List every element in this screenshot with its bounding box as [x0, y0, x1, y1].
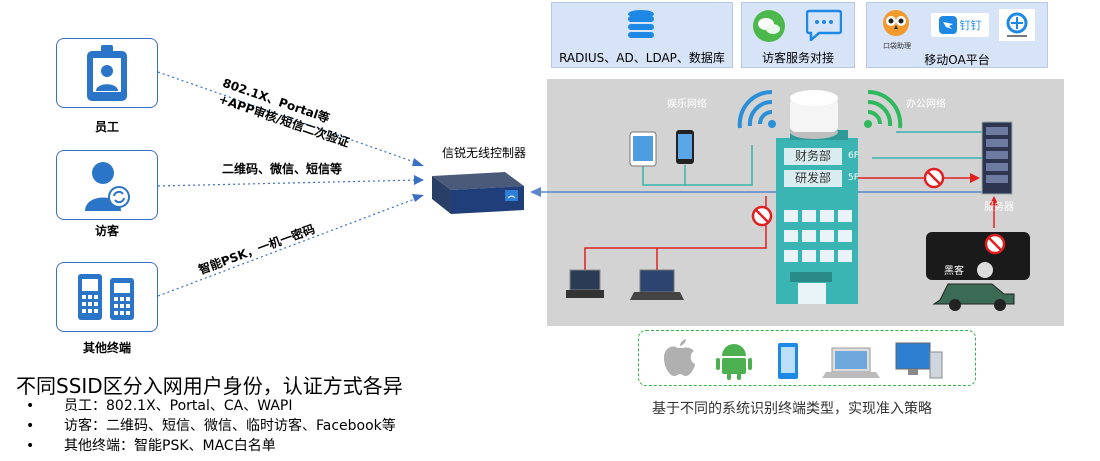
backbone-arrow	[530, 187, 541, 197]
badge-icon	[87, 45, 127, 101]
entertainment-network-label: 娱乐网络	[667, 99, 707, 110]
guest-label: 访客	[94, 224, 119, 238]
auth-dotted-lines	[157, 71, 421, 297]
apple-icon	[664, 339, 695, 376]
desktop-icon	[566, 269, 604, 298]
access-point	[790, 90, 838, 139]
guest-auth-label: 二维码、微信、短信等	[222, 162, 343, 176]
mobile-oa-box: 口袋助理 钉钉 移动OA平台	[866, 2, 1048, 68]
auth-server-box: RADIUS、AD、LDAP、数据库	[551, 2, 733, 68]
guest-box	[56, 150, 158, 220]
dingtalk-icon	[938, 16, 957, 34]
visitor-service-label: 访客服务对接	[761, 51, 834, 65]
terminal-label: 其他终端	[82, 341, 131, 355]
bullet-item: •员工：802.1X、Portal、CA、WAPI	[26, 398, 293, 414]
arrowheads	[412, 158, 424, 202]
macbook-icon	[822, 347, 880, 378]
visitor-service-box: 访客服务对接	[741, 2, 855, 68]
bullet-item: •其他终端：智能PSK、MAC白名单	[26, 438, 276, 454]
wireless-controller-device	[432, 172, 524, 214]
database-icon	[628, 10, 654, 38]
office-network-label: 办公网络	[906, 99, 946, 110]
dingtalk-logo: 钉钉	[931, 13, 989, 37]
os-caption: 基于不同的系统识别终端类型，实现准入策略	[652, 401, 932, 417]
mobile-oa-label: 移动OA平台	[924, 53, 990, 67]
chat-message-icon	[806, 9, 842, 41]
prohibited-icon	[751, 205, 773, 227]
floor-5f-label: 5F	[848, 173, 859, 183]
bullet-marker: •	[26, 418, 35, 434]
owl-logo-icon	[883, 10, 909, 36]
tablet-icon	[629, 131, 657, 167]
hacker-car	[926, 232, 1030, 311]
android-icon	[716, 344, 752, 380]
server-label: 服务器	[984, 202, 1014, 213]
terminal-icon	[78, 274, 134, 320]
prohibited-icon	[923, 167, 945, 189]
summary-title: 不同SSID区分入网用户身份，认证方式各异	[16, 374, 403, 398]
windows-phone-icon	[778, 343, 798, 379]
laptop-icon	[630, 269, 684, 300]
windows-pc-icon	[895, 342, 943, 379]
guest-icon	[85, 162, 130, 211]
oa-app-icon	[999, 9, 1035, 41]
floor-6f-label: 6F	[848, 151, 859, 161]
auth-server-label: RADIUS、AD、LDAP、数据库	[559, 51, 725, 65]
employee-box	[56, 38, 158, 108]
finance-floor-label: 财务部	[784, 148, 842, 165]
bullet-marker: •	[26, 398, 35, 414]
wifi-signal-left-icon	[737, 89, 776, 129]
wifi-signal-right-icon	[864, 89, 903, 129]
teal-links	[642, 131, 990, 186]
bullet-marker: •	[26, 438, 35, 454]
hacker-label: 黑客	[944, 266, 964, 277]
employee-label: 员工	[94, 120, 119, 134]
owl-caption: 口袋助理	[883, 42, 911, 50]
terminal-box	[56, 262, 158, 332]
summary-bullets: •员工：802.1X、Portal、CA、WAPI •访客：二维码、短信、微信、…	[26, 396, 396, 456]
prohibited-icon	[984, 233, 1006, 255]
server-rack-icon	[981, 121, 1013, 195]
wechat-icon	[753, 10, 785, 42]
phone-icon	[676, 130, 694, 164]
office-building	[776, 130, 858, 304]
controller-label: 信锐无线控制器	[442, 146, 527, 160]
os-types-box	[638, 330, 976, 386]
bullet-item: •访客：二维码、短信、微信、临时访客、Facebook等	[26, 418, 396, 434]
rnd-floor-label: 研发部	[784, 170, 842, 187]
